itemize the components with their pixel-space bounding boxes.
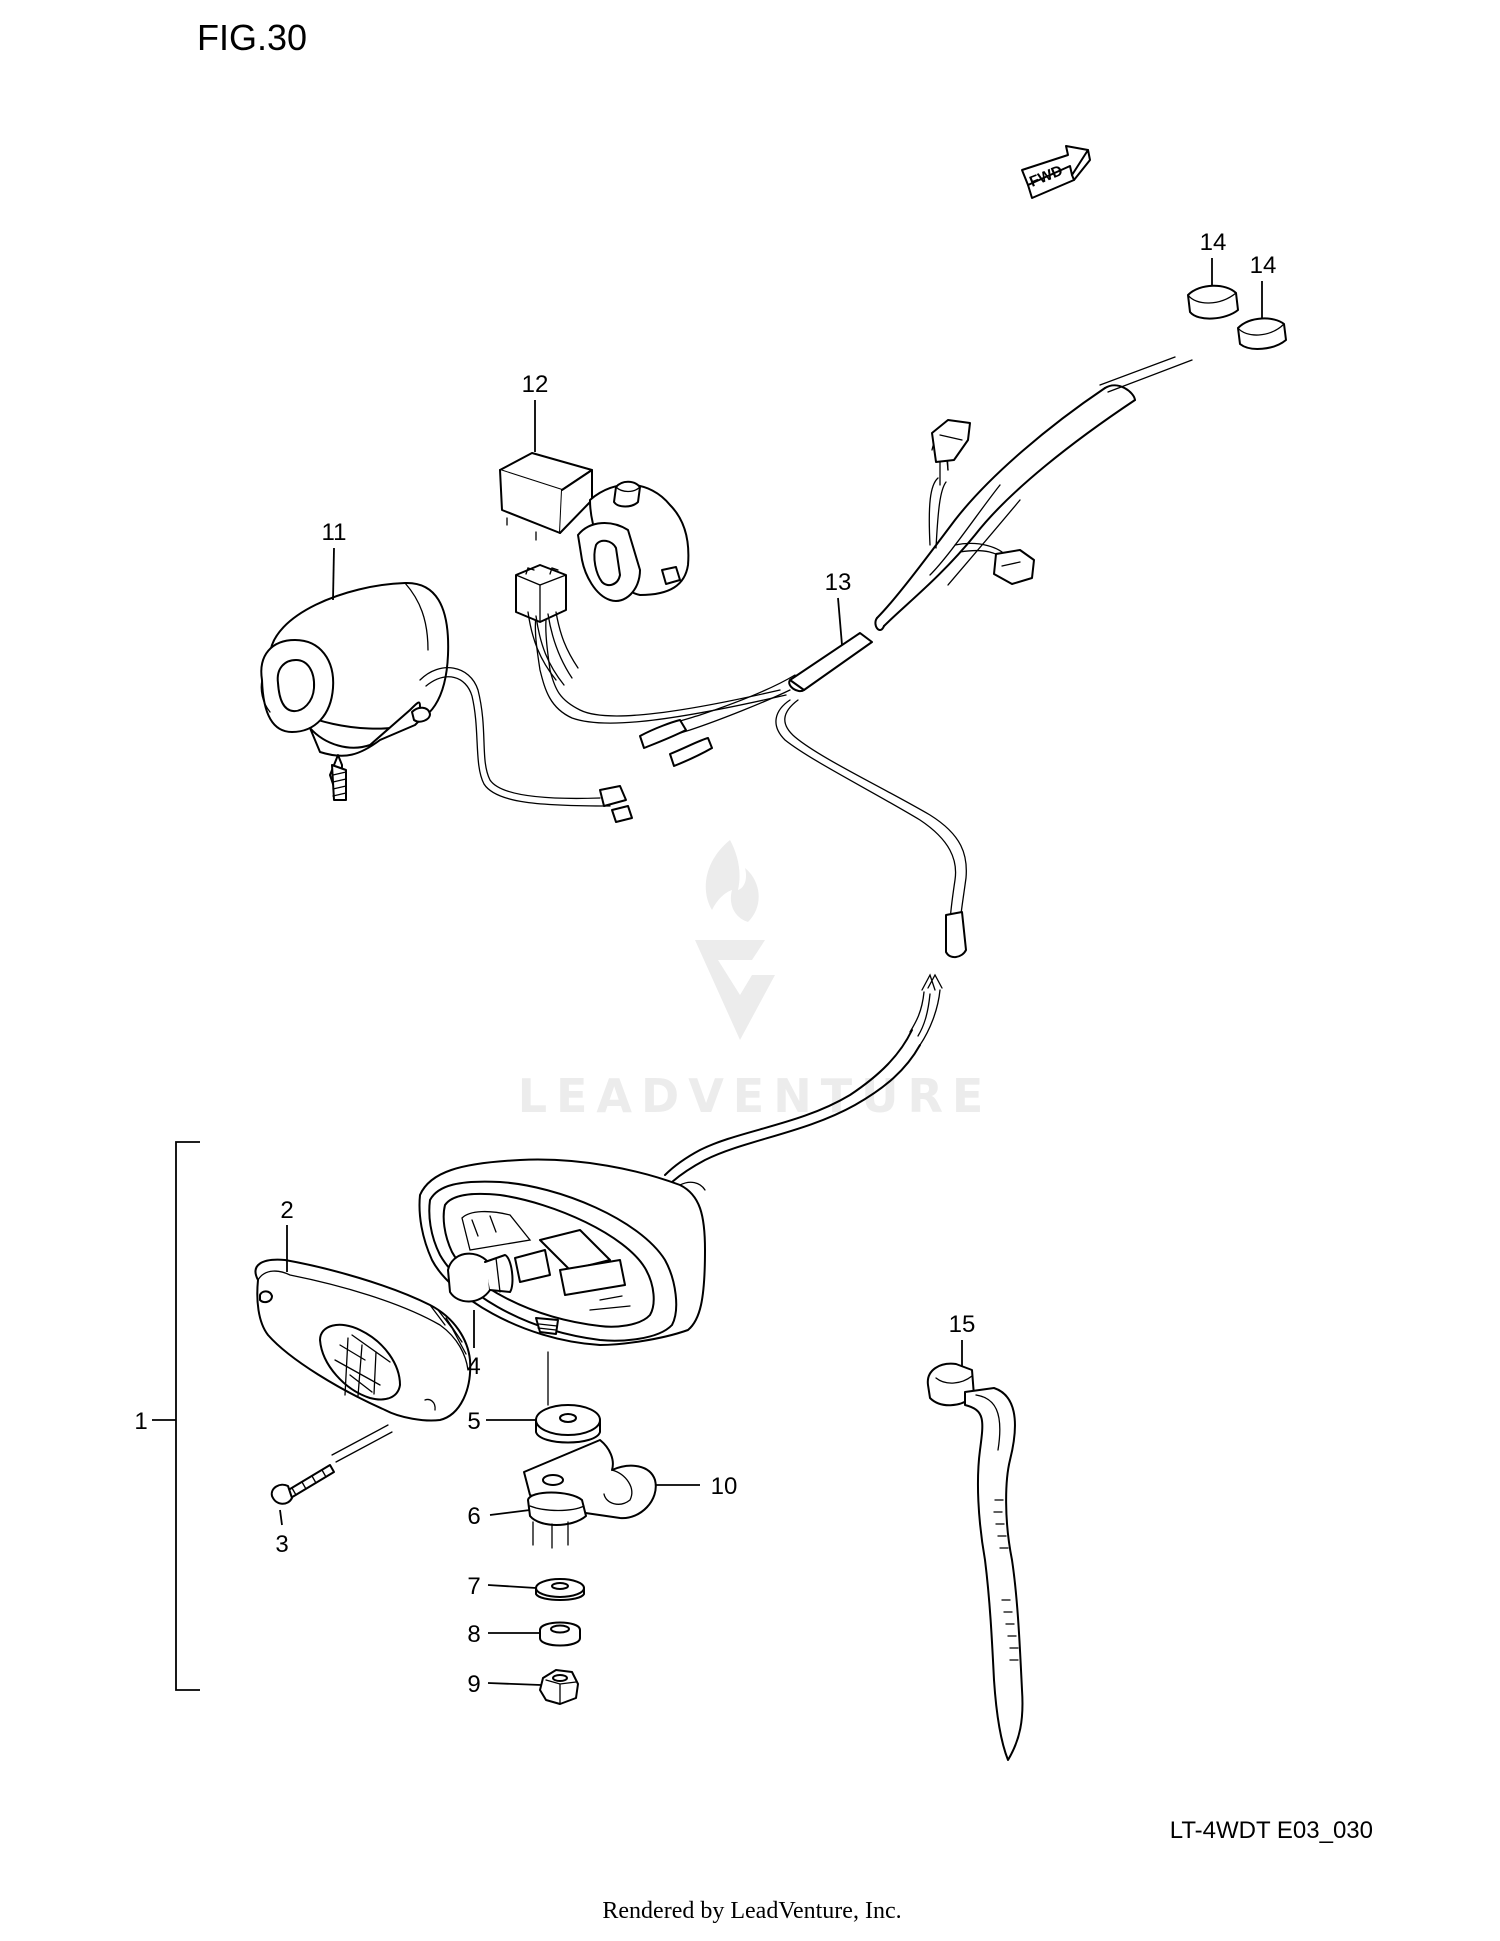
callout-15: 15 <box>949 1311 976 1338</box>
callout-7: 7 <box>467 1573 480 1600</box>
callout-13: 13 <box>825 569 852 596</box>
part-14-clamp-a <box>1187 284 1239 320</box>
watermark-text: LEADVENTURE <box>518 1069 993 1123</box>
assembly-1-bracket <box>175 1141 200 1691</box>
figure-title: FIG.30 <box>197 17 307 58</box>
part-9-nut <box>539 1669 579 1705</box>
watermark: LEADVENTURE <box>518 840 993 1123</box>
callout-14b: 14 <box>1250 252 1277 279</box>
part-7-washer <box>535 1578 585 1601</box>
part-8-spring-washer <box>539 1621 581 1647</box>
part-15-cable-tie <box>926 1362 1024 1761</box>
part-1-tail-light-housing <box>418 1158 706 1346</box>
callout-11: 11 <box>322 519 347 546</box>
part-14-clamp-b <box>1237 317 1287 350</box>
diagram-code: LT-4WDT E03_030 <box>1170 1817 1373 1844</box>
callout-8: 8 <box>467 1621 480 1648</box>
part-4-bulb <box>447 1252 514 1303</box>
callout-6: 6 <box>467 1503 480 1530</box>
render-credit: Rendered by LeadVenture, Inc. <box>602 1898 901 1924</box>
callout-9: 9 <box>467 1671 480 1698</box>
part-5-grommet <box>535 1351 601 1444</box>
part-6-rubber-cushion <box>527 1491 587 1549</box>
callout-3: 3 <box>275 1531 288 1558</box>
part-3-screw <box>270 1424 393 1505</box>
callout-4: 4 <box>467 1353 480 1380</box>
watermark-v-logo-icon <box>695 940 775 1040</box>
callout-1: 1 <box>134 1408 147 1435</box>
part-11-horn <box>260 581 633 823</box>
fwd-direction-badge: FWD <box>1021 145 1091 199</box>
callout-2: 2 <box>280 1197 293 1224</box>
callout-10: 10 <box>711 1473 738 1500</box>
part-12-relay-bracket <box>499 452 690 686</box>
callout-5: 5 <box>467 1408 480 1435</box>
callout-12: 12 <box>522 371 549 398</box>
watermark-flame-icon <box>705 840 759 922</box>
part-2-lens <box>254 1258 472 1422</box>
part-13-wiring-harness <box>534 356 1193 1183</box>
callout-leaders <box>152 258 1263 1686</box>
callout-14a: 14 <box>1200 229 1227 256</box>
